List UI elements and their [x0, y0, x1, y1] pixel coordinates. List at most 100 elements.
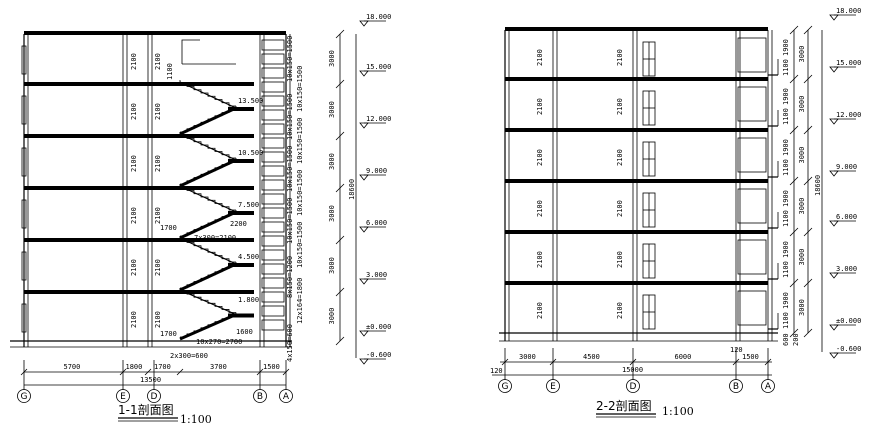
level-mark: 15.000	[366, 63, 391, 71]
stair-top-rail	[181, 39, 236, 65]
bottom-dim: 1500	[263, 363, 280, 371]
level-mark: 18.000	[366, 13, 391, 21]
dim-tick	[335, 79, 345, 89]
window-pane	[261, 151, 285, 163]
floor-slab	[24, 134, 254, 138]
window	[21, 147, 27, 177]
window-dim: 2100	[616, 302, 624, 319]
level-mark-triangle	[829, 352, 839, 359]
level-mark: -0.600	[836, 345, 861, 353]
total-height: 18600	[348, 179, 356, 200]
level-mark-triangle	[829, 324, 839, 331]
dim-tick	[335, 183, 345, 193]
level-mark-triangle	[359, 70, 369, 77]
section-scale: 1:100	[180, 413, 212, 426]
window-dim: 2100	[616, 49, 624, 66]
dim-tick	[803, 328, 813, 338]
dim-tick	[789, 125, 799, 135]
window-dim: 2100	[536, 98, 544, 115]
stair-dim: 1600	[236, 328, 253, 336]
bottom-dim: 1800	[126, 363, 143, 371]
flight-label: 10x150=1500	[286, 94, 294, 140]
dim-tick	[789, 227, 799, 237]
window-dim: 2100	[154, 155, 162, 172]
stair-flight-slab	[179, 106, 237, 136]
dim-tick	[335, 336, 345, 346]
floor-slab	[24, 82, 254, 86]
level-mark-triangle	[829, 272, 839, 279]
level-mark-triangle	[359, 226, 369, 233]
flight-label: 10x150=1500	[296, 66, 304, 112]
floor-dim: 3000	[798, 249, 806, 266]
axis-E-circle	[116, 389, 130, 403]
level-mark: 12.000	[836, 111, 861, 119]
floor-slab	[24, 186, 254, 190]
window-pane	[261, 81, 285, 93]
window-dim: 2100	[154, 259, 162, 276]
window	[21, 95, 27, 125]
stair-flight-slab	[179, 313, 237, 341]
dim-tick	[335, 287, 345, 297]
window	[21, 303, 27, 333]
axis-G: G	[502, 382, 509, 392]
section-scale: 1:100	[662, 405, 694, 418]
sub-dim: 1100	[782, 59, 790, 76]
level-mark: 9.000	[836, 163, 857, 171]
floor-dim: 3000	[328, 205, 336, 222]
dim-tick	[789, 278, 799, 288]
stair-landing	[228, 107, 254, 111]
level-mark-triangle	[359, 278, 369, 285]
sub-dim: 1100	[782, 261, 790, 278]
stair-flight-slab	[179, 133, 237, 161]
sub-dim: 1100	[782, 312, 790, 329]
floor-dim: 3000	[798, 96, 806, 113]
stair-dim: 1700	[160, 330, 177, 338]
stair-dim: 1700	[160, 224, 177, 232]
dim-tick	[789, 25, 799, 35]
floor-dim: 3000	[328, 153, 336, 170]
window-pane	[261, 235, 285, 247]
window-pane	[261, 53, 285, 65]
roof-slab	[24, 31, 286, 35]
axis-D: D	[630, 382, 637, 392]
section-title: 2-2剖面图	[596, 399, 652, 413]
window-dim: 2100	[154, 103, 162, 120]
stair-level: 10.500	[238, 149, 263, 157]
axis-D: D	[151, 392, 158, 402]
floor-dim: 3000	[798, 299, 806, 316]
window	[21, 251, 27, 281]
floor-slab	[505, 77, 768, 81]
sub-dim: 1100	[782, 210, 790, 227]
stair-flight	[180, 262, 237, 289]
stair-level: 1.800	[238, 296, 259, 304]
window-dim: 2100	[536, 302, 544, 319]
axis-B: B	[257, 392, 263, 402]
stair-level: 13.500	[238, 97, 263, 105]
level-mark-triangle	[359, 358, 369, 365]
bottom-dim: 5700	[64, 363, 81, 371]
flight-label: 4x150=600	[286, 324, 294, 362]
sub-dim: 1900	[782, 39, 790, 56]
window	[737, 239, 767, 275]
window-pane	[261, 263, 285, 275]
dim-tick	[803, 278, 813, 288]
stair-note: 10x270=2700	[196, 338, 242, 346]
edge-dim: 120	[490, 367, 503, 375]
stair-flight-slab	[179, 237, 237, 265]
dim-tick	[176, 368, 184, 376]
floor-dim: 3000	[328, 308, 336, 325]
sub-dim: 1900	[782, 241, 790, 258]
level-mark-triangle	[359, 174, 369, 181]
window-pane	[261, 207, 285, 219]
total-height: 18600	[814, 175, 822, 196]
axis-E-circle	[546, 379, 560, 393]
base-dim: 200	[792, 333, 800, 346]
base-dim: 600	[782, 333, 790, 346]
window-dim: 2100	[616, 149, 624, 166]
window-dim: 2100	[616, 200, 624, 217]
dim-tick	[803, 176, 813, 186]
floor-dim: 3000	[328, 101, 336, 118]
level-mark: 18.000	[836, 7, 861, 15]
